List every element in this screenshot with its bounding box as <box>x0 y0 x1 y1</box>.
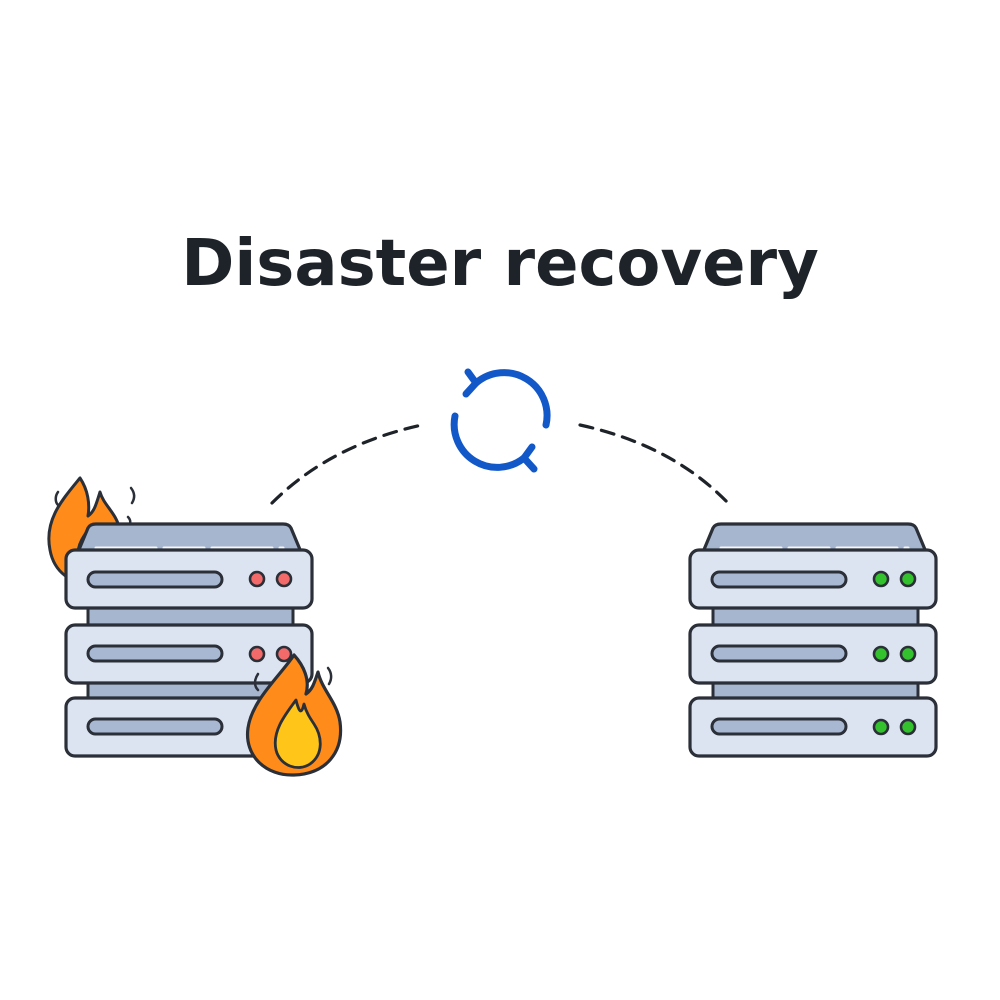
primary-server-rack <box>47 476 343 777</box>
server-top-cap <box>76 522 303 554</box>
status-light-ok <box>899 645 917 663</box>
server-top-cap <box>701 522 928 554</box>
server-unit <box>688 696 938 758</box>
sync-arrows-icon <box>450 368 551 473</box>
status-light-failed <box>275 570 293 588</box>
server-unit <box>688 623 938 685</box>
status-light-failed <box>248 570 266 588</box>
status-light-ok <box>872 570 890 588</box>
status-light-failed <box>248 645 266 663</box>
server-unit <box>64 548 314 610</box>
status-light-failed <box>275 645 293 663</box>
status-light-ok <box>872 645 890 663</box>
status-light-ok <box>899 718 917 736</box>
server-unit <box>64 623 314 685</box>
status-light-ok <box>899 570 917 588</box>
right-connector-dashed-line <box>578 423 730 505</box>
status-light-ok <box>872 718 890 736</box>
server-unit <box>688 548 938 610</box>
left-connector-dashed-line <box>270 423 424 505</box>
flame-icon <box>245 653 343 777</box>
backup-server-rack <box>688 522 938 758</box>
page-title: Disaster recovery <box>181 227 819 301</box>
